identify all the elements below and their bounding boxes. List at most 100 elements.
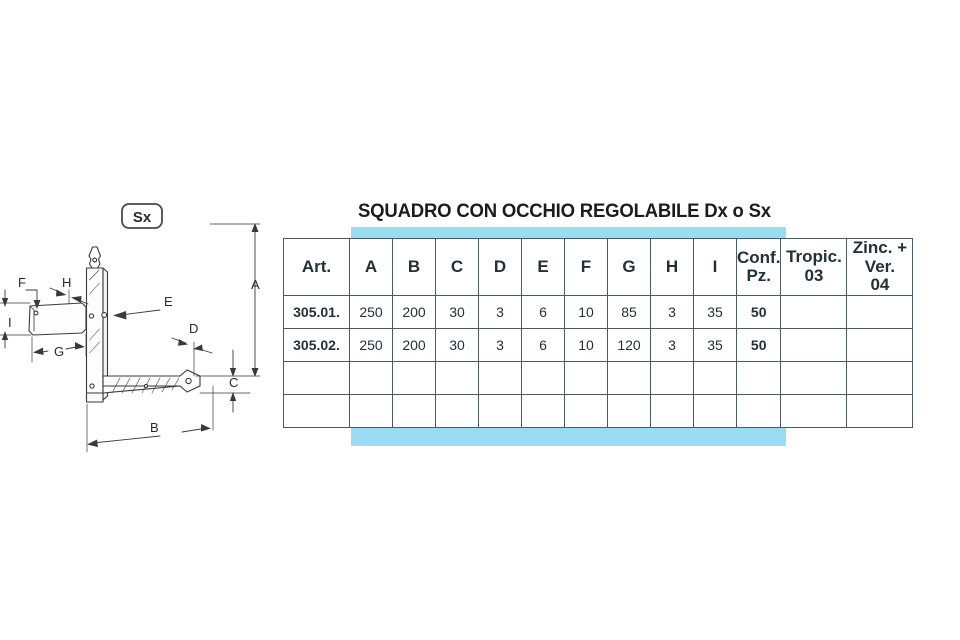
cell-tropic (780, 295, 848, 330)
cell-b: 200 (392, 328, 436, 363)
table-body: 305.01. 250 200 30 3 6 10 85 3 35 50 305… (283, 295, 914, 429)
cell-art (283, 361, 350, 396)
dimension-label-b: B (150, 420, 159, 435)
cell-tropic (780, 328, 848, 363)
cell-e (521, 394, 565, 429)
dimension-label-h: H (62, 275, 71, 290)
cell-conf: 50 (735, 295, 782, 330)
hand-badge-box (121, 203, 163, 229)
adjustable-eye-strap (28, 302, 87, 336)
strap-hole (33, 310, 39, 316)
cell-d: 3 (478, 295, 522, 330)
cell-d: 3 (478, 328, 522, 363)
column-header-d: D (478, 237, 522, 297)
cell-i (693, 394, 737, 429)
cell-e: 6 (521, 328, 565, 363)
cell-g: 85 (607, 295, 651, 330)
bracket-finial (88, 246, 102, 269)
cell-f: 10 (564, 295, 608, 330)
cell-tropic (780, 394, 848, 429)
cell-b (392, 361, 436, 396)
dimension-label-d: D (189, 321, 198, 336)
cell-g (607, 394, 651, 429)
page-title: SQUADRO CON OCCHIO REGOLABILE Dx o Sx (358, 200, 771, 222)
post-bolt-hole-3 (89, 383, 95, 389)
bracket-post-side (102, 267, 109, 401)
column-header-i: I (693, 237, 737, 297)
cell-a (349, 394, 393, 429)
cell-h (650, 394, 694, 429)
cell-conf (735, 394, 782, 429)
column-header-e: E (521, 237, 565, 297)
tropic-header-line2: 03 (804, 266, 824, 286)
arm-eye-hole (185, 377, 192, 385)
cell-c: 30 (435, 295, 479, 330)
dimension-label-f: F (18, 275, 26, 290)
table-row: 305.02. 250 200 30 3 6 10 120 3 35 50 (283, 328, 914, 363)
cell-f (564, 394, 608, 429)
column-header-g: G (607, 237, 651, 297)
cell-f: 10 (564, 328, 608, 363)
cell-zinc (846, 394, 914, 429)
cell-c: 30 (435, 328, 479, 363)
cell-zinc (846, 295, 914, 330)
bracket-arm (102, 369, 201, 394)
finial-hole (92, 257, 98, 263)
dimension-label-g: G (54, 344, 64, 359)
column-header-h: H (650, 237, 694, 297)
cell-d (478, 361, 522, 396)
specification-table: Art. A B C D E F G H I Conf. Pz. Tropic.… (283, 237, 914, 429)
column-header-b: B (392, 237, 436, 297)
cell-i (693, 361, 737, 396)
cell-d (478, 394, 522, 429)
cell-zinc (846, 361, 914, 396)
cell-i: 35 (693, 295, 737, 330)
conf-header-line1: Conf. (737, 248, 781, 268)
table-header-row: Art. A B C D E F G H I Conf. Pz. Tropic.… (283, 237, 914, 297)
cell-h: 3 (650, 295, 694, 330)
column-header-a: A (349, 237, 393, 297)
cell-art (283, 394, 350, 429)
bracket-foot (85, 392, 104, 403)
zinc-header-line1: Zinc. + Ver. (852, 238, 908, 276)
conf-header-line2: Pz. (746, 266, 771, 286)
post-bolt-hole-2 (101, 312, 108, 318)
cell-c (435, 394, 479, 429)
column-header-c: C (435, 237, 479, 297)
post-bolt-hole-1 (88, 313, 95, 319)
dimension-label-c: C (229, 375, 238, 390)
dimension-label-a: A (251, 277, 260, 292)
cell-a: 250 (349, 295, 393, 330)
column-header-zinc: Zinc. + Ver. 04 (846, 237, 914, 297)
column-header-tropic: Tropic. 03 (780, 237, 848, 297)
cell-conf (735, 361, 782, 396)
zinc-header-line2: 04 (870, 275, 890, 295)
cell-art: 305.02. (283, 328, 350, 363)
dimension-label-i: I (8, 315, 12, 330)
table-row (283, 394, 914, 429)
hand-badge-label: Sx (133, 209, 152, 226)
cell-art: 305.01. (283, 295, 350, 330)
bracket-drawing: Sx A B C D E F G H I (0, 203, 261, 453)
column-header-f: F (564, 237, 608, 297)
cell-c (435, 361, 479, 396)
arm-bolt-hole (143, 383, 149, 389)
cell-h: 3 (650, 328, 694, 363)
cell-i: 35 (693, 328, 737, 363)
technical-drawing-panel: Sx A B C D E F G H I (0, 190, 285, 475)
cell-g: 120 (607, 328, 651, 363)
cell-g (607, 361, 651, 396)
column-header-art: Art. (283, 237, 350, 297)
cell-h (650, 361, 694, 396)
cell-e: 6 (521, 295, 565, 330)
table-row: 305.01. 250 200 30 3 6 10 85 3 35 50 (283, 295, 914, 330)
cell-b (392, 394, 436, 429)
cell-a (349, 361, 393, 396)
cell-b: 200 (392, 295, 436, 330)
tropic-header-line1: Tropic. (786, 247, 842, 267)
cell-zinc (846, 328, 914, 363)
cell-e (521, 361, 565, 396)
cell-f (564, 361, 608, 396)
cell-a: 250 (349, 328, 393, 363)
column-header-conf: Conf. Pz. (735, 237, 782, 297)
